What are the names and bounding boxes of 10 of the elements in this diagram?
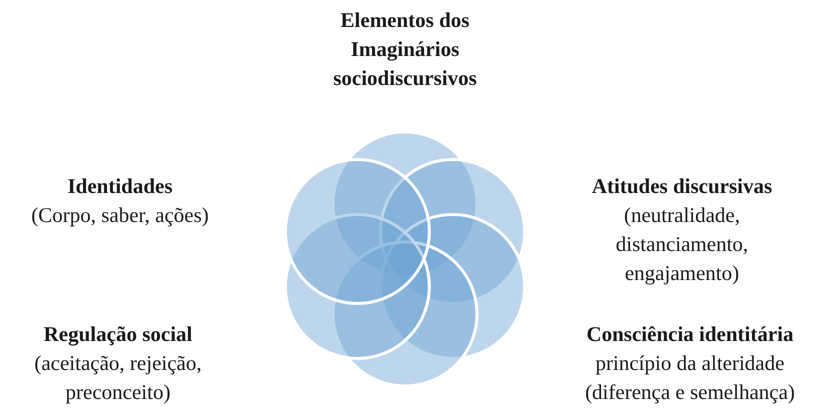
- diagram-title: Elementos dos Imaginários sociodiscursivos: [332, 7, 478, 92]
- category-heading: Atitudes discursivas: [590, 173, 774, 200]
- category-description: (aceitação, rejeição, preconceito): [33, 350, 203, 406]
- category-heading: Regulação social: [42, 321, 194, 348]
- category-heading: Consciência identitária: [585, 321, 795, 348]
- category-description: (neutralidade, distanciamento, engajamento): [614, 202, 750, 287]
- category-description: (diferença e semelhança): [584, 379, 796, 406]
- category-description: (Corpo, saber, ações): [30, 202, 210, 229]
- category-heading: Identidades: [66, 173, 174, 200]
- category-description: princípio da alteridade: [594, 350, 786, 377]
